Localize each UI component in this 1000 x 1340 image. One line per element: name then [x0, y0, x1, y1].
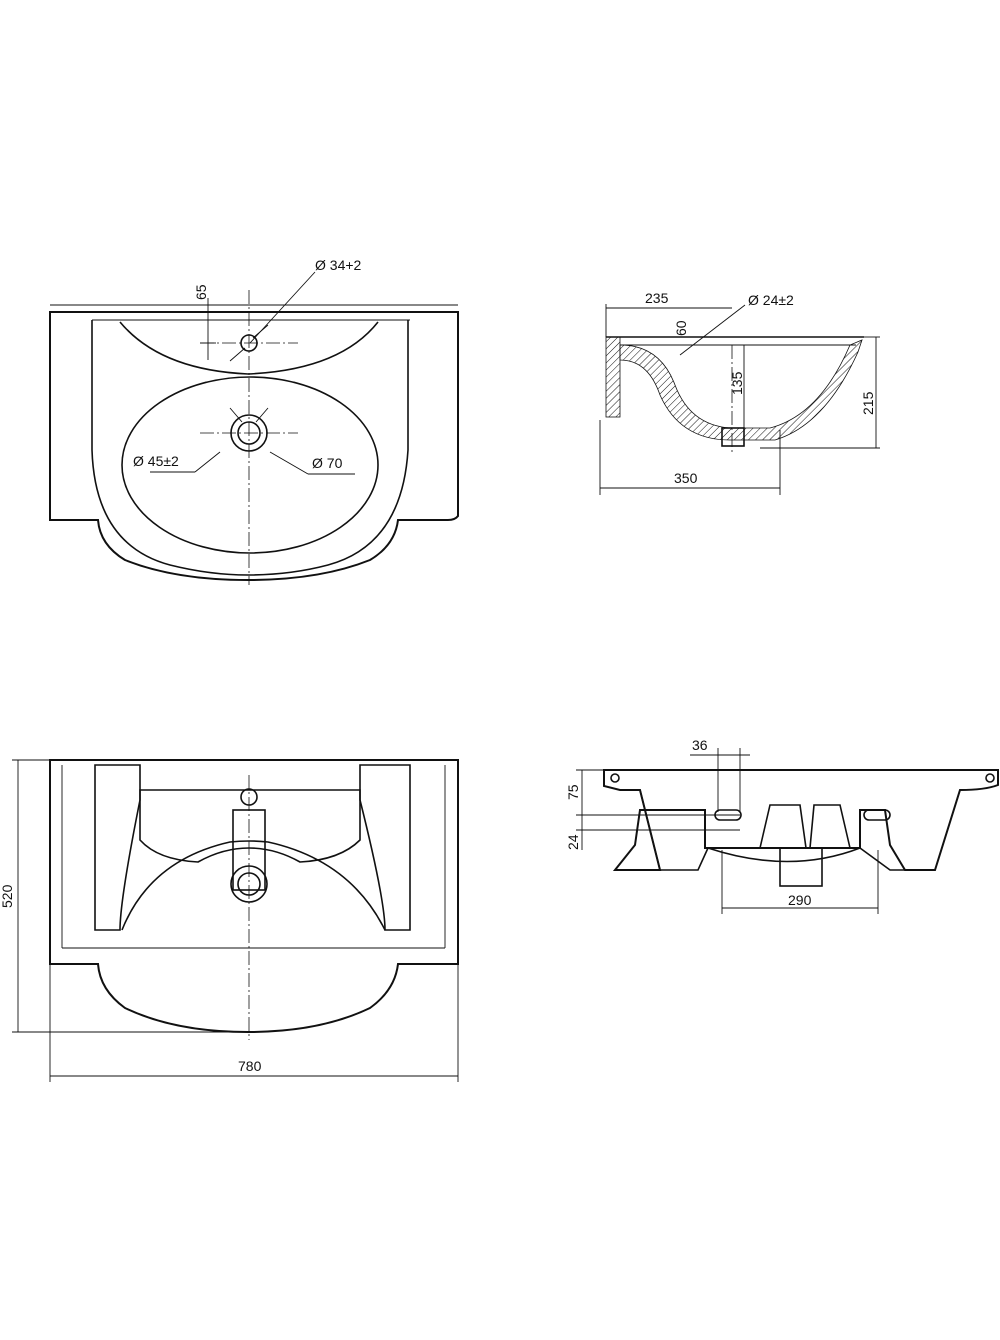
back-view: 36 75 24 290	[565, 737, 999, 914]
outer-diameter-label: Ø 70	[312, 455, 343, 471]
wall-section	[605, 336, 621, 418]
total-depth-label: 350	[674, 470, 698, 486]
hole-width-label: 36	[692, 737, 708, 753]
drain-stub	[779, 847, 823, 887]
width-label: 780	[238, 1058, 262, 1074]
center-leg	[759, 804, 807, 849]
support-left	[94, 764, 141, 931]
top-view: 65 Ø 34+2 Ø 45±2 Ø 70	[49, 257, 459, 585]
mount-hole	[985, 773, 995, 783]
deck-outline	[91, 320, 409, 576]
bottom-view: 520 780	[0, 759, 459, 1082]
mount-height-1-label: 75	[565, 784, 581, 800]
top-length-label: 235	[645, 290, 669, 306]
leader	[255, 407, 269, 423]
side-view: 235 Ø 24±2 60 135 215 350	[599, 290, 880, 495]
leader	[229, 407, 243, 423]
back-flanges	[859, 847, 935, 871]
basin-outline	[49, 759, 459, 1034]
overflow-diameter-label: Ø 24±2	[748, 292, 794, 308]
leader	[679, 304, 746, 356]
leader	[269, 451, 309, 475]
leader	[194, 451, 221, 473]
drain-width-label: 290	[788, 892, 812, 908]
mount-height-2-label: 24	[565, 834, 581, 850]
mount-slot-right	[863, 809, 891, 821]
tap-hole-label: Ø 34+2	[315, 257, 362, 273]
overflow-offset-label: 60	[673, 320, 689, 336]
bowl-depth-label: 135	[729, 371, 745, 395]
mount-hole	[610, 773, 620, 783]
tap-offset-label: 65	[193, 284, 209, 300]
bowl-section	[619, 339, 863, 441]
basin-outline	[603, 769, 999, 871]
drain-section	[721, 427, 745, 447]
back-bowl	[707, 847, 861, 863]
tap-deck-curve	[119, 321, 379, 375]
drain-diameter-label: Ø 45±2	[133, 453, 179, 469]
bowl-ellipse	[121, 376, 379, 554]
leader	[252, 324, 269, 339]
center-leg	[809, 804, 851, 849]
support-right	[359, 764, 411, 931]
total-height-label: 215	[860, 391, 876, 415]
underside-bowl	[139, 789, 361, 863]
height-label: 520	[0, 884, 15, 908]
basin-outline	[49, 311, 459, 582]
leader	[229, 347, 246, 362]
